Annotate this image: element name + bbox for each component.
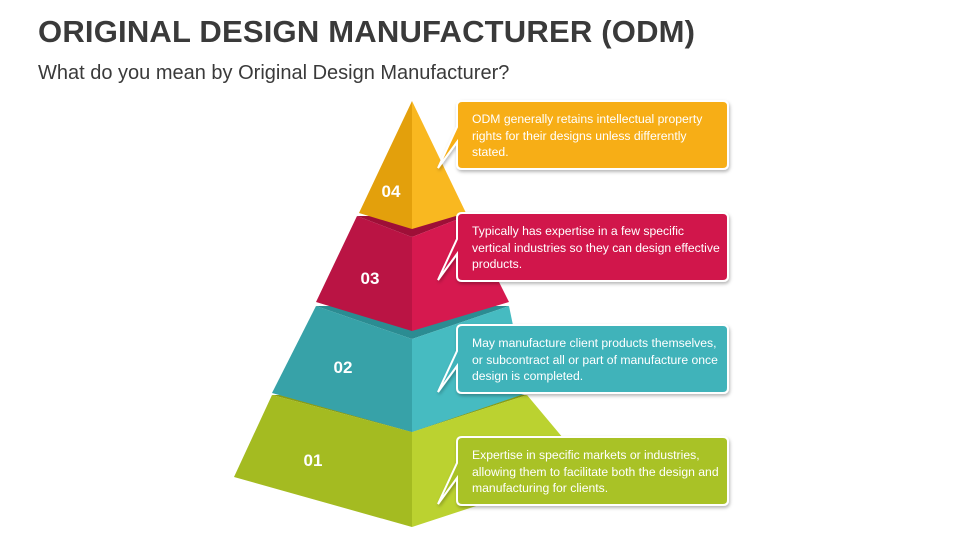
level-03-left-face	[316, 216, 412, 331]
level-02-number: 02	[334, 358, 353, 377]
callout-text-01: Expertise in specific markets or industr…	[472, 448, 719, 495]
page-title: ORIGINAL DESIGN MANUFACTURER (ODM)	[38, 14, 696, 49]
callout-text-02: May manufacture client products themselv…	[472, 336, 718, 383]
callout-box-03	[437, 212, 729, 282]
callout-box-04	[437, 100, 729, 170]
level-01-number: 01	[304, 451, 323, 470]
callout-text-04: ODM generally retains intellectual prope…	[472, 112, 703, 159]
level-03-number: 03	[361, 269, 380, 288]
page-subtitle: What do you mean by Original Design Manu…	[38, 62, 510, 84]
callout-box-01	[437, 436, 729, 506]
level-02-left-face	[272, 306, 412, 432]
callout-text-03: Typically has expertise in a few specifi…	[472, 224, 720, 271]
level-01-left-face	[234, 395, 412, 527]
pyramid-level-04: 04	[359, 101, 466, 229]
level-04-number: 04	[382, 182, 401, 201]
level-04-left-face	[359, 101, 412, 229]
callout-box-02	[437, 324, 729, 394]
